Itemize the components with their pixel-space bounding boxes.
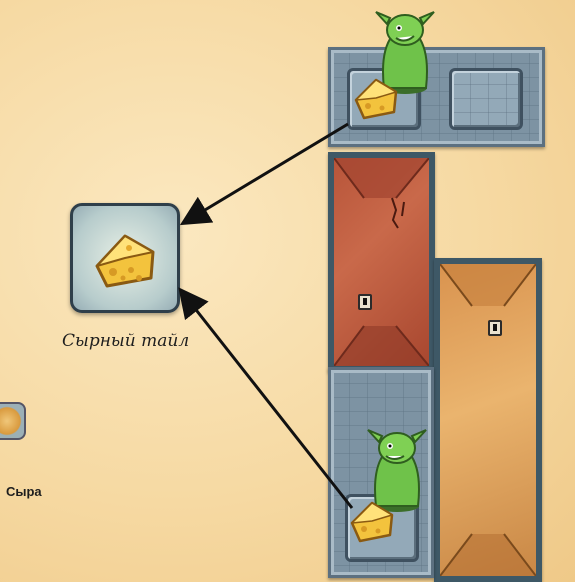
- cheese-partial-label: Сыра: [6, 484, 42, 499]
- keyhole-icon: [358, 294, 372, 310]
- keyhole-icon-2: [488, 320, 502, 336]
- tile-slot-empty: [449, 68, 523, 130]
- room-perspective-orange: [440, 264, 536, 576]
- goblin-figure-bottom: [367, 429, 427, 512]
- cheese-token-top: [354, 78, 398, 120]
- orange-room-tile: [434, 258, 542, 582]
- room-perspective: [334, 158, 429, 366]
- cheese-token-bottom: [350, 501, 394, 543]
- cheese-tile-legend: [70, 203, 180, 313]
- arrow-top: [179, 122, 349, 226]
- cheese-icon: [95, 234, 155, 288]
- arrow-bottom: [178, 287, 354, 509]
- cheese-tile-label: Сырный тайл: [62, 331, 190, 351]
- goblin-figure-top: [375, 11, 435, 94]
- partial-token-icon: [0, 402, 26, 440]
